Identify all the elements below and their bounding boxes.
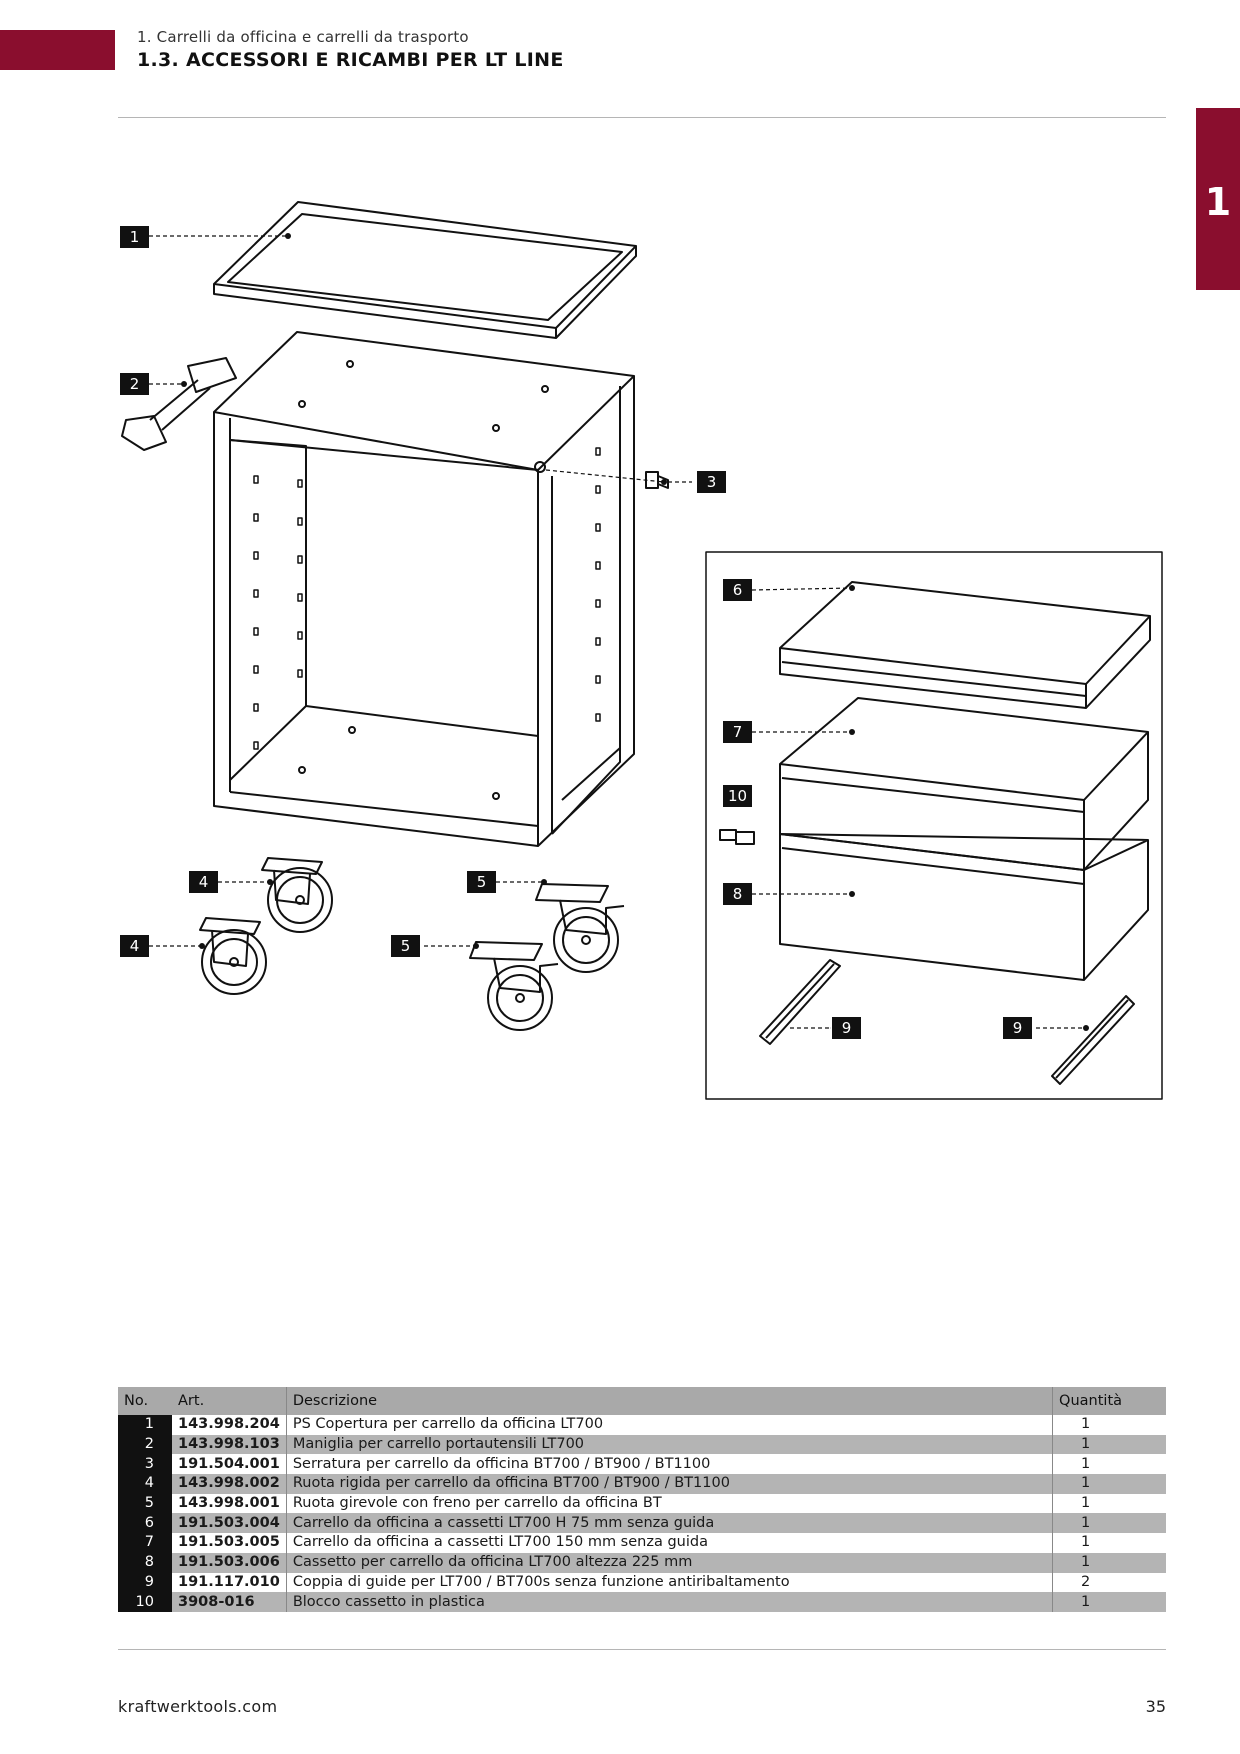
table-row: 9 191.117.010 Coppia di guide per LT700 … [118,1572,1166,1593]
row-art: 143.998.204 [172,1415,287,1435]
table-row: 4 143.998.002 Ruota rigida per carrello … [118,1474,1166,1494]
col-header-description: Descrizione [286,1387,1053,1415]
drawer-detail-panel [705,551,1163,1100]
part-handle-drawing [121,357,237,451]
header-accent-bar [0,30,115,70]
row-no: 10 [118,1592,172,1612]
row-description: Ruota rigida per carrello da officina BT… [286,1474,1053,1494]
row-art: 191.503.006 [172,1552,287,1573]
table-row: 2 143.998.103 Maniglia per carrello port… [118,1434,1166,1455]
row-quantity: 1 [1052,1552,1166,1573]
table-row: 7 191.503.005 Carrello da officina a cas… [118,1533,1166,1553]
row-quantity: 1 [1052,1493,1166,1514]
callout-4-upper: 4 [189,871,218,893]
callout-5-upper: 5 [467,871,496,893]
row-description: Cassetto per carrello da officina LT700 … [286,1552,1053,1573]
row-no: 6 [118,1513,172,1534]
row-description: Coppia di guide per LT700 / BT700s senza… [292,1573,790,1590]
page-title: 1.3. ACCESSORI E RICAMBI PER LT LINE [137,49,564,71]
table-row: 3 191.504.001 Serratura per carrello da … [118,1454,1166,1475]
callout-7: 7 [723,721,752,743]
exploded-view-drawing [121,201,1163,1100]
table-row: 5 143.998.001 Ruota girevole con freno p… [118,1493,1166,1514]
row-quantity: 1 [1052,1513,1166,1534]
callout-9-left: 9 [832,1017,861,1039]
table-row: 8 191.503.006 Cassetto per carrello da o… [118,1552,1166,1573]
row-art: 191.504.001 [172,1454,287,1475]
table-header-row: No. Art. Descrizione Quantità [118,1387,1166,1415]
row-description: Blocco cassetto in plastica [286,1592,1053,1612]
part-drawer-75-drawing [779,581,1151,709]
header-divider [118,117,1166,118]
part-drawer-225-drawing [779,833,1149,981]
part-drawer-150-drawing [779,697,1149,871]
row-quantity: 1 [1052,1434,1166,1455]
section-breadcrumb: 1. Carrelli da officina e carrelli da tr… [137,28,469,46]
row-no: 1 [118,1415,172,1435]
chapter-tab[interactable]: 1 [1196,108,1240,290]
page-number: 35 [1145,1697,1166,1716]
part-caster-rigid-a-drawing [261,857,333,933]
row-description: Carrello da officina a cassetti LT700 15… [292,1534,708,1551]
row-no: 5 [118,1493,172,1514]
row-no: 9 [118,1572,172,1593]
row-quantity: 2 [1052,1572,1166,1593]
footer-divider [118,1649,1166,1650]
callout-1: 1 [120,226,149,248]
row-art: 191.117.010 [172,1572,287,1593]
callout-2: 2 [120,373,149,395]
row-art: 143.998.002 [172,1474,287,1494]
table-row: 1 143.998.204 PS Copertura per carrello … [118,1415,1166,1435]
row-quantity: 1 [1052,1474,1166,1494]
part-caster-swivel-a-drawing [535,883,625,973]
row-quantity: 1 [1052,1454,1166,1475]
callout-10: 10 [723,785,752,807]
chapter-number: 1 [1204,180,1232,224]
row-description: Serratura per carrello da officina BT700… [292,1455,711,1472]
row-no: 7 [118,1533,172,1553]
row-quantity: 1 [1052,1592,1166,1612]
callout-4-lower: 4 [120,935,149,957]
table-row: 6 191.503.004 Carrello da officina a cas… [118,1513,1166,1534]
part-caster-rigid-b-drawing [199,917,267,995]
row-art: 143.998.001 [172,1493,287,1514]
callout-9-right: 9 [1003,1017,1032,1039]
footer-website[interactable]: kraftwerktools.com [118,1697,278,1716]
part-cabinet-drawing [213,331,635,847]
part-cover-drawing [213,201,637,339]
table-row: 10 3908-016 Blocco cassetto in plastica … [118,1592,1166,1612]
part-runner-a-drawing [759,959,841,1045]
callout-6: 6 [723,579,752,601]
part-drawer-block-drawing [719,829,755,845]
row-no: 3 [118,1454,172,1475]
row-description: Maniglia per carrello portautensili LT70… [286,1434,1053,1455]
row-art: 3908-016 [172,1592,287,1612]
col-header-quantity: Quantità [1052,1387,1166,1415]
row-no: 4 [118,1474,172,1494]
row-art: 143.998.103 [172,1434,287,1455]
callout-3: 3 [697,471,726,493]
parts-table: No. Art. Descrizione Quantità 1 143.998.… [118,1387,1166,1612]
col-header-art: Art. [172,1387,287,1415]
part-runner-b-drawing [1051,995,1135,1085]
col-header-no: No. [118,1387,172,1415]
row-quantity: 1 [1052,1415,1166,1435]
row-art: 191.503.004 [172,1513,287,1534]
row-description: Carrello da officina a cassetti LT700 H … [286,1513,1053,1534]
callout-5-lower: 5 [391,935,420,957]
callout-8: 8 [723,883,752,905]
row-description: PS Copertura per carrello da officina LT… [292,1416,604,1433]
row-no: 8 [118,1552,172,1573]
row-quantity: 1 [1052,1533,1166,1553]
row-no: 2 [118,1434,172,1455]
row-art: 191.503.005 [172,1533,287,1553]
row-description: Ruota girevole con freno per carrello da… [292,1495,662,1512]
part-caster-swivel-b-drawing [469,941,559,1031]
